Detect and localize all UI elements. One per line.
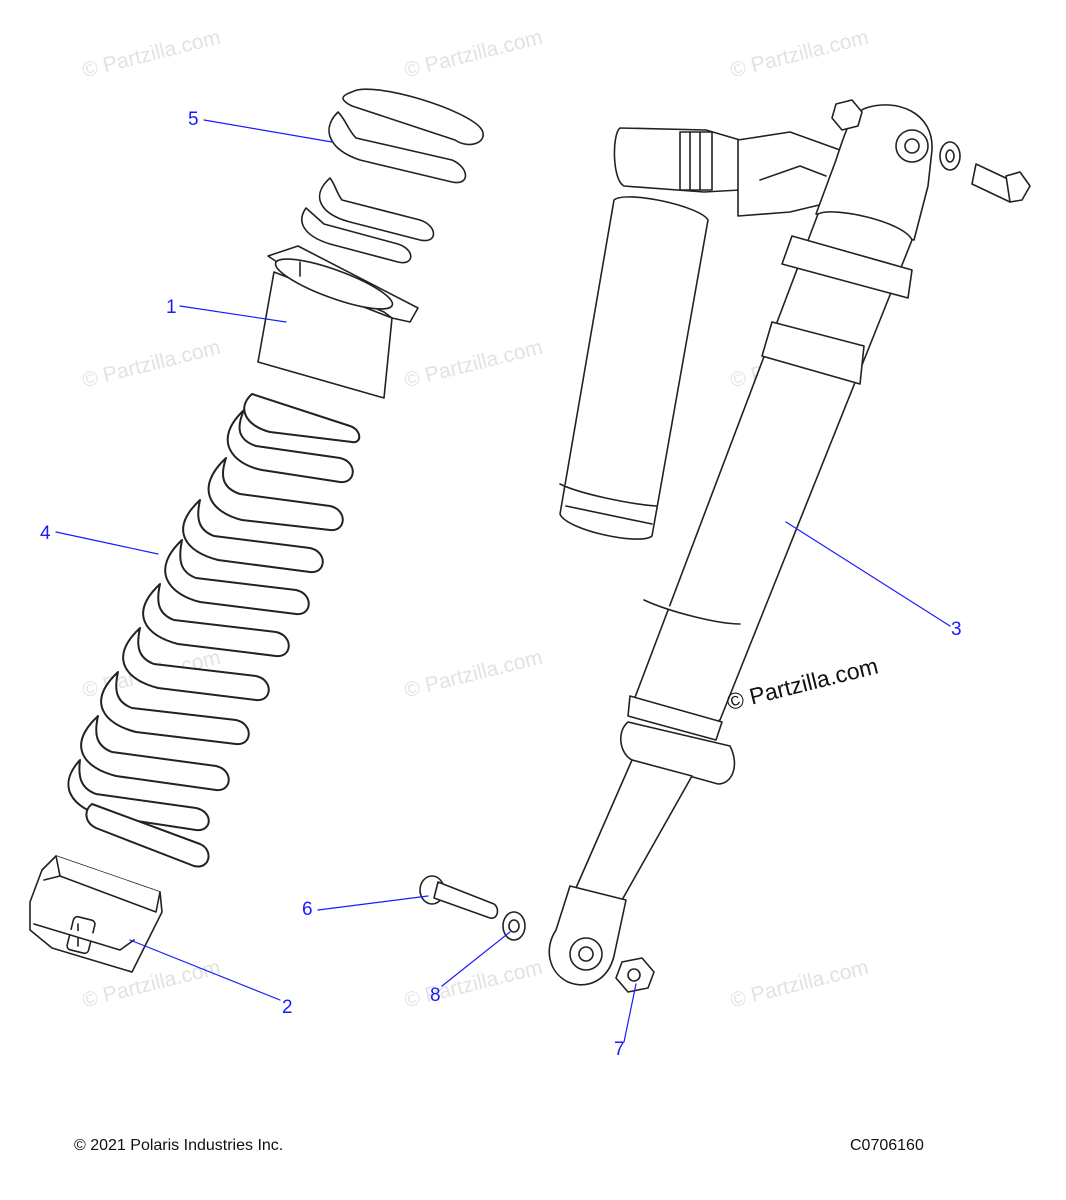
- spring-coupler-drawing: [257, 245, 419, 399]
- main-spring-drawing: [67, 393, 361, 868]
- callout-4: 4: [40, 523, 51, 544]
- spring-retainer-drawing: [29, 855, 163, 973]
- callout-2: 2: [282, 997, 293, 1018]
- top-hardware-drawing: [831, 99, 1031, 203]
- washer-drawing: [502, 911, 526, 941]
- nut-drawing: [615, 957, 655, 993]
- callout-3: 3: [951, 619, 962, 640]
- bolt-drawing: [419, 875, 499, 919]
- diagram-code: C0706160: [850, 1137, 924, 1154]
- copyright-text: © 2021 Polaris Industries Inc.: [74, 1137, 284, 1154]
- callout-8: 8: [430, 985, 441, 1006]
- callout-6: 6: [302, 899, 313, 920]
- callout-5: 5: [188, 109, 199, 130]
- secondary-spring-drawing: [301, 88, 484, 264]
- shock-absorber-drawing: [548, 104, 933, 986]
- callout-7: 7: [614, 1039, 625, 1060]
- callout-1: 1: [166, 297, 177, 318]
- leader-lines: [55, 119, 951, 1043]
